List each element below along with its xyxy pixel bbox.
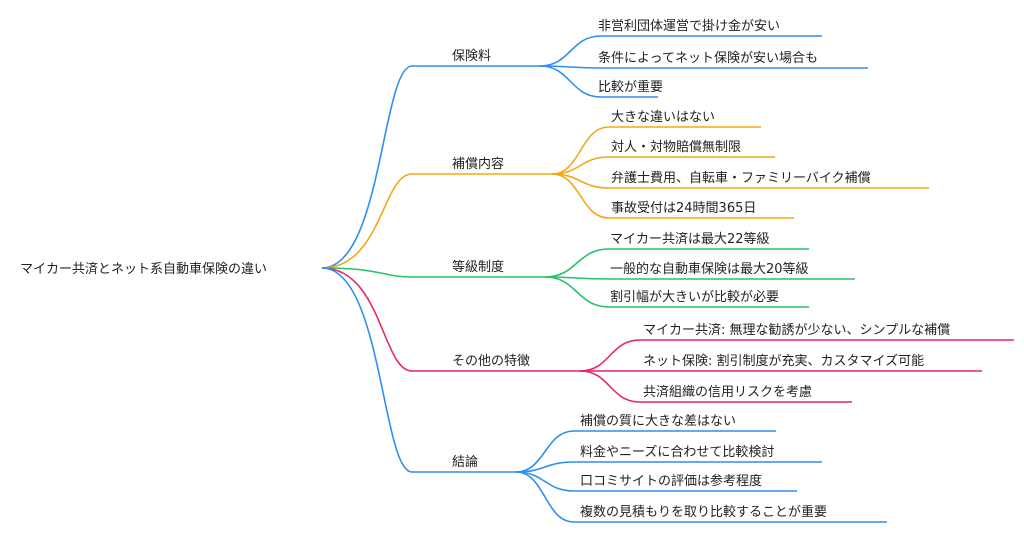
branch-to-leaf-edge	[551, 173, 794, 219]
branch-to-leaf-edge	[544, 248, 809, 278]
leaf-label: ネット保険: 割引制度が充実、カスタマイズ可能	[643, 353, 924, 369]
branch-to-leaf-edge	[544, 276, 855, 280]
leaf-label: 事故受付は24時間365日	[611, 201, 756, 216]
branch-to-leaf-edge	[539, 35, 822, 67]
branch-to-leaf-edge	[579, 370, 852, 403]
branch-to-leaf-edge	[539, 65, 658, 98]
branch-to-leaf-edge	[551, 156, 775, 175]
branch-label: 補償内容	[452, 156, 504, 172]
branch-to-leaf-edge	[551, 126, 761, 175]
mindmap-edges	[321, 35, 1014, 523]
leaf-label: 複数の見積もりを取り比較することが重要	[580, 504, 827, 520]
leaf-label: マイカー共済は最大22等級	[610, 231, 770, 247]
leaf-label: 一般的な自動車保険は最大20等級	[610, 261, 809, 277]
root-to-branch-edge	[321, 267, 580, 372]
root-to-branch-edge	[321, 173, 552, 269]
mindmap-labels: マイカー共済とネット系自動車保険の違い 保険料 非営利団体運営で掛け金が安い条件に…	[20, 18, 950, 520]
leaf-label: 弁護士費用、自転車・ファミリーバイク補償	[611, 170, 871, 186]
branch-to-leaf-edge	[515, 461, 822, 473]
leaf-label: 料金やニーズに合わせて比較検討	[580, 444, 774, 460]
branch-to-leaf-edge	[544, 276, 809, 308]
leaf-label: 共済組織の信用リスクを考慮	[643, 384, 812, 400]
leaf-label: 大きな違いはない	[611, 110, 715, 125]
root-node-label: マイカー共済とネット系自動車保険の違い	[20, 261, 267, 277]
leaf-label: 割引幅が大きいが比較が必要	[610, 289, 779, 305]
leaf-label: 比較が重要	[598, 79, 663, 95]
root-to-branch-edge	[321, 65, 540, 269]
branch-label: その他の特徴	[452, 354, 530, 369]
branch-to-leaf-edge	[515, 471, 797, 492]
branch-to-leaf-edge	[579, 339, 1014, 372]
root-to-branch-edge	[321, 267, 516, 473]
branch-to-leaf-edge	[515, 471, 887, 523]
branch-to-leaf-edge	[515, 430, 776, 473]
leaf-label: 対人・対物賠償無制限	[611, 140, 741, 155]
branch-label: 等級制度	[452, 259, 504, 275]
leaf-label: 口コミサイトの評価は参考程度	[580, 473, 762, 489]
branch-label: 保険料	[452, 49, 491, 64]
branch-to-leaf-edge	[539, 65, 868, 69]
branch-to-leaf-edge	[551, 173, 929, 189]
root-to-branch-edge	[321, 267, 545, 278]
branch-label: 結論	[452, 454, 478, 470]
leaf-label: 条件によってネット保険が安い場合も	[598, 50, 818, 66]
leaf-label: マイカー共済: 無理な勧誘が少ない、シンプルな補償	[643, 322, 950, 338]
leaf-label: 非営利団体運営で掛け金が安い	[598, 18, 780, 34]
leaf-label: 補償の質に大きな差はない	[580, 414, 736, 429]
